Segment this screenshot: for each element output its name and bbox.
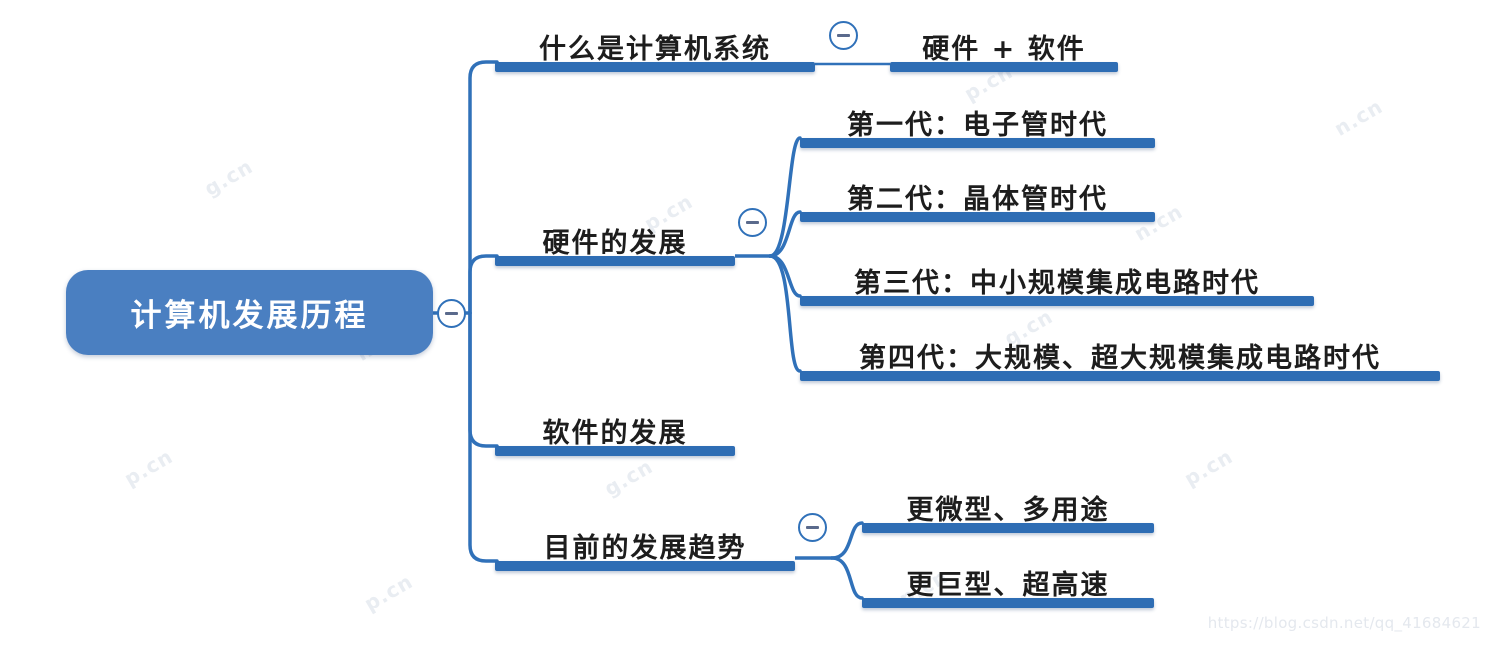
background-watermark: p.cn	[120, 443, 178, 491]
root-node[interactable]: 计算机发展历程	[66, 270, 433, 355]
topic-underline	[800, 371, 1440, 381]
topic-label: 硬件的发展	[542, 228, 688, 259]
topic-label: 第二代：晶体管时代	[847, 184, 1108, 215]
topic-label: 硬件 + 软件	[922, 34, 1086, 65]
topic-label: 什么是计算机系统	[539, 34, 771, 65]
topic-trend-faster[interactable]: 更巨型、超高速	[862, 546, 1154, 608]
topic-hardware-development[interactable]: 硬件的发展	[495, 204, 735, 266]
topic-trend-smaller[interactable]: 更微型、多用途	[862, 471, 1154, 533]
background-watermark: n.cn	[1330, 94, 1387, 141]
minus-icon	[806, 526, 819, 529]
topic-what-is-computer-system[interactable]: 什么是计算机系统	[495, 10, 815, 72]
topic-label: 第四代：大规模、超大规模集成电路时代	[859, 343, 1381, 374]
current-trends-collapse-toggle[interactable]	[798, 513, 827, 542]
minus-icon	[445, 312, 458, 315]
what-is-computer-system-collapse-toggle[interactable]	[829, 21, 858, 50]
minus-icon	[746, 221, 759, 224]
topic-generation-4[interactable]: 第四代：大规模、超大规模集成电路时代	[800, 319, 1440, 381]
topic-underline	[800, 212, 1155, 222]
topic-generation-3[interactable]: 第三代：中小规模集成电路时代	[800, 244, 1314, 306]
topic-underline	[800, 296, 1314, 306]
topic-underline	[890, 62, 1118, 72]
topic-underline	[495, 62, 815, 72]
source-watermark: https://blog.csdn.net/qq_41684621	[1207, 614, 1481, 632]
topic-label: 目前的发展趋势	[543, 533, 747, 564]
topic-generation-1[interactable]: 第一代：电子管时代	[800, 86, 1155, 148]
topic-label: 第三代：中小规模集成电路时代	[854, 268, 1260, 299]
minus-icon	[837, 34, 850, 37]
background-watermark: g.cn	[600, 453, 658, 501]
topic-label: 第一代：电子管时代	[847, 110, 1108, 141]
topic-label: 更巨型、超高速	[906, 570, 1110, 601]
topic-generation-2[interactable]: 第二代：晶体管时代	[800, 160, 1155, 222]
root-collapse-toggle[interactable]	[437, 299, 466, 328]
root-node-label: 计算机发展历程	[130, 298, 369, 334]
topic-software-development[interactable]: 软件的发展	[495, 394, 735, 456]
topic-hardware-plus-software[interactable]: 硬件 + 软件	[890, 10, 1118, 72]
topic-underline	[495, 446, 735, 456]
topic-underline	[862, 523, 1154, 533]
topic-underline	[495, 256, 735, 266]
topic-underline	[800, 138, 1155, 148]
hardware-development-collapse-toggle[interactable]	[738, 208, 767, 237]
topic-underline	[862, 598, 1154, 608]
background-watermark: g.cn	[200, 153, 258, 201]
topic-label: 软件的发展	[542, 418, 688, 449]
topic-current-trends[interactable]: 目前的发展趋势	[495, 509, 795, 571]
background-watermark: p.cn	[1180, 443, 1238, 491]
topic-label: 更微型、多用途	[906, 495, 1110, 526]
background-watermark: p.cn	[360, 568, 418, 616]
topic-underline	[495, 561, 795, 571]
